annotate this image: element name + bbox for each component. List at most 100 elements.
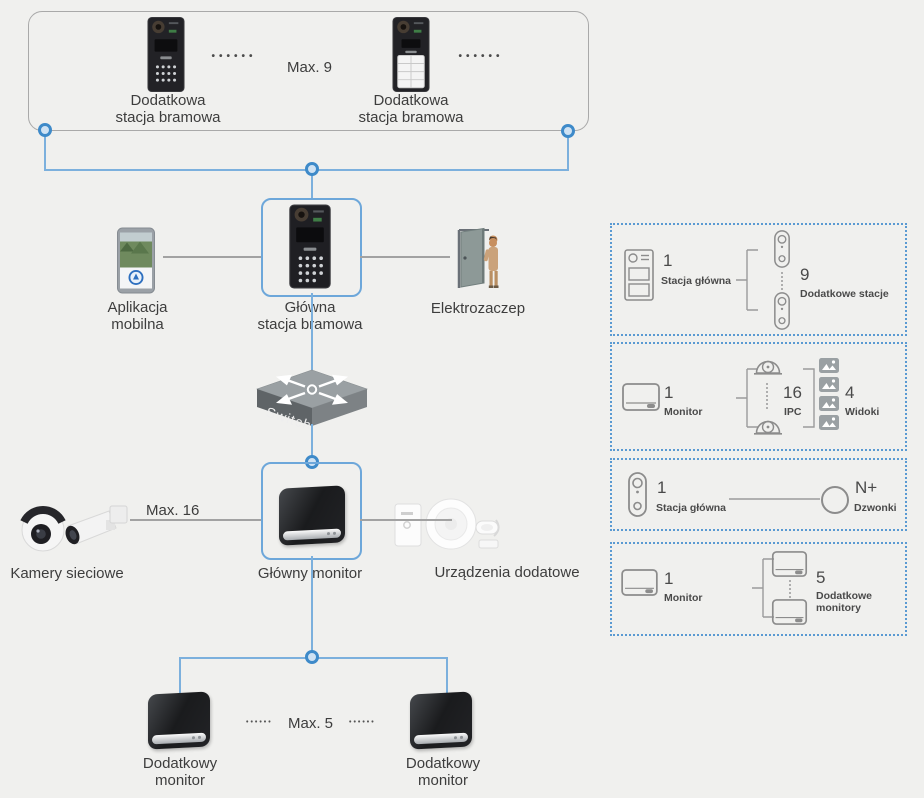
connector-line	[360, 256, 450, 258]
ellipsis-dots: ••••••	[211, 51, 257, 62]
bracket-connector	[736, 368, 758, 428]
main-monitor-icon	[279, 485, 345, 546]
door-station-cluster-box	[28, 11, 589, 131]
legend-count: 16	[783, 383, 802, 402]
monitor-speaker-bar	[151, 732, 207, 745]
dome-camera-icon	[754, 354, 782, 378]
label-line-2: monitor	[417, 772, 469, 789]
mobile-app-icon	[117, 227, 155, 294]
bracket-connector	[752, 558, 774, 618]
doorbell-capsule-icon	[774, 229, 790, 269]
views-icon	[819, 377, 839, 392]
connector-line	[44, 131, 46, 171]
legend-label: Dodatkowe stacje	[800, 288, 889, 300]
ellipsis-dots: ••••••	[349, 719, 376, 726]
monitor-speaker-bar	[413, 732, 469, 745]
connector-line	[567, 131, 569, 171]
legend-box-sub-monitors: 1 Monitor 5 Dodatkowe monitory	[610, 542, 907, 636]
monitor-speaker-bar	[282, 528, 342, 541]
connector-line	[163, 256, 261, 258]
door-strike-label: Elektrozaczep	[430, 300, 526, 317]
connector-line	[311, 293, 313, 373]
legend-count: N+	[855, 478, 878, 497]
max-5-label: Max. 5	[288, 715, 334, 732]
legend-label: IPC	[784, 406, 802, 418]
max-16-label: Max. 16	[146, 502, 200, 519]
connector-line	[446, 657, 448, 693]
connector-line	[360, 519, 452, 521]
door-station-buttons-icon	[392, 16, 430, 93]
sub-monitor-icon	[410, 691, 472, 750]
ellipsis-dots: ••••••	[246, 719, 273, 726]
junction-dot	[38, 123, 52, 137]
junction-dot	[305, 650, 319, 664]
network-switch-icon: Switch	[255, 368, 369, 428]
label-line-1: Dodatkowa	[373, 92, 449, 109]
legend-box-monitor-ipc: 1 Monitor 16 IPC	[610, 342, 907, 451]
monitor-outline-icon	[771, 599, 808, 625]
dome-camera-icon	[754, 414, 782, 438]
sub-monitor-icon	[148, 691, 210, 750]
label-line-2: stacja bramowa	[358, 109, 464, 126]
cameras-label: Kamery sieciowe	[10, 565, 124, 582]
junction-dot	[305, 162, 319, 176]
door-strike-icon	[449, 226, 501, 291]
main-station-label: Główna stacja bramowa	[237, 299, 383, 333]
network-cameras-icon	[16, 495, 132, 558]
connector-line	[179, 657, 181, 693]
label-line-1: Aplikacja	[107, 299, 168, 316]
monitor-outline-icon	[622, 383, 660, 411]
connector-line	[311, 169, 313, 199]
label-line-2: stacja bramowa	[257, 316, 363, 333]
legend-count: 1	[664, 569, 674, 588]
bracket-close-connector	[803, 368, 815, 428]
legend-label: Monitor	[664, 592, 703, 604]
connector-line	[311, 556, 313, 660]
legend-label: Dzwonki	[854, 502, 897, 514]
views-icon-stack	[819, 358, 839, 430]
sub-monitor-label: Dodatkowy monitor	[115, 755, 245, 789]
dotted-separator	[789, 580, 791, 598]
legend-count: 5	[816, 568, 826, 587]
accessories-label: Urządzenia dodatowe	[434, 564, 580, 581]
door-station-keypad-icon	[147, 16, 185, 93]
legend-label: Widoki	[845, 406, 880, 418]
legend-box-door-stations: 1 Stacja główna 9 Dodatkowe st	[610, 223, 907, 336]
legend-label: Stacja główna	[656, 502, 727, 514]
legend-box-chimes: 1 Stacja główna N+ Dzwonki	[610, 458, 907, 531]
accessories-icon	[393, 494, 501, 558]
legend-count: 4	[845, 383, 855, 402]
doorbell-capsule-icon	[628, 472, 647, 517]
label-line-1: Główna	[284, 299, 336, 316]
station-a-label: Dodatkowa stacja bramowa	[95, 92, 241, 126]
legend-label: Stacja główna	[661, 275, 732, 287]
main-door-station-icon	[284, 204, 336, 289]
views-icon	[819, 358, 839, 373]
junction-dot	[561, 124, 575, 138]
monitor-outline-icon	[771, 551, 808, 577]
door-station-outline-icon	[624, 249, 654, 301]
legend-label: Monitor	[664, 406, 703, 418]
label-line-1: Dodatkowy	[405, 755, 481, 772]
sub-monitor-label: Dodatkowy monitor	[378, 755, 508, 789]
ellipsis-dots: ••••••	[458, 51, 504, 62]
legend-count: 1	[664, 383, 674, 402]
label-line-2: monitor	[154, 772, 206, 789]
bracket-connector	[736, 249, 758, 311]
connector-line	[311, 424, 313, 464]
chime-circle-icon	[821, 486, 849, 514]
connector-line	[130, 519, 261, 521]
main-monitor-label: Główny monitor	[257, 565, 363, 582]
monitor-outline-icon	[621, 569, 658, 596]
doorbell-capsule-icon	[774, 292, 790, 330]
dotted-separator	[766, 383, 768, 409]
label-line-2: mobilna	[111, 316, 164, 333]
label-line-1: Dodatkowa	[130, 92, 206, 109]
legend-count: 9	[800, 265, 810, 284]
mobile-app-label: Aplikacja mobilna	[75, 299, 200, 333]
label-line-2: stacja bramowa	[115, 109, 221, 126]
legend-label: Dodatkowe monitory	[816, 590, 873, 614]
views-icon	[819, 415, 839, 430]
label-line-1: Dodatkowy	[142, 755, 218, 772]
